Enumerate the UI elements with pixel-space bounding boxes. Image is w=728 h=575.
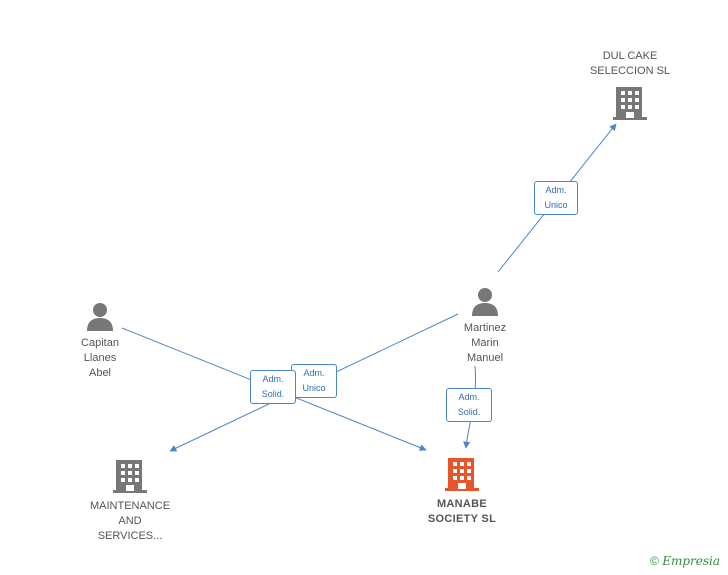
- copyright-symbol: ©: [650, 554, 659, 568]
- edge-badge-martinez-dul[interactable]: Adm. Unico: [534, 181, 578, 215]
- building-icon: [445, 458, 479, 491]
- brand-name: Empresia: [662, 554, 720, 568]
- node-label: MANABE SOCIETY SL: [427, 498, 497, 525]
- node-label: Martinez Marin Manuel: [463, 322, 507, 364]
- node-capitan[interactable]: Capitan Llanes Abel: [60, 301, 140, 381]
- footer-brand: © Empresia: [650, 554, 720, 568]
- node-label: MAINTENANCE AND SERVICES...: [89, 500, 171, 542]
- node-label: DUL CAKE SELECCION SL: [589, 50, 671, 77]
- node-maintenance[interactable]: MAINTENANCE AND SERVICES...: [75, 458, 185, 544]
- node-label: Capitan Llanes Abel: [81, 337, 119, 379]
- edge-badge-capitan-manabe[interactable]: Adm. Solid.: [250, 370, 296, 404]
- building-icon: [613, 87, 647, 120]
- person-icon: [87, 303, 113, 331]
- node-martinez[interactable]: Martinez Marin Manuel: [445, 286, 525, 366]
- person-icon: [472, 288, 498, 316]
- edge-badge-martinez-manabe[interactable]: Adm. Solid.: [446, 388, 492, 422]
- node-dul-cake[interactable]: DUL CAKE SELECCION SL: [575, 49, 685, 121]
- building-icon: [113, 460, 147, 493]
- node-manabe[interactable]: MANABE SOCIETY SL: [412, 456, 512, 527]
- edge-badge-martinez-maint[interactable]: Adm. Unico: [291, 364, 337, 398]
